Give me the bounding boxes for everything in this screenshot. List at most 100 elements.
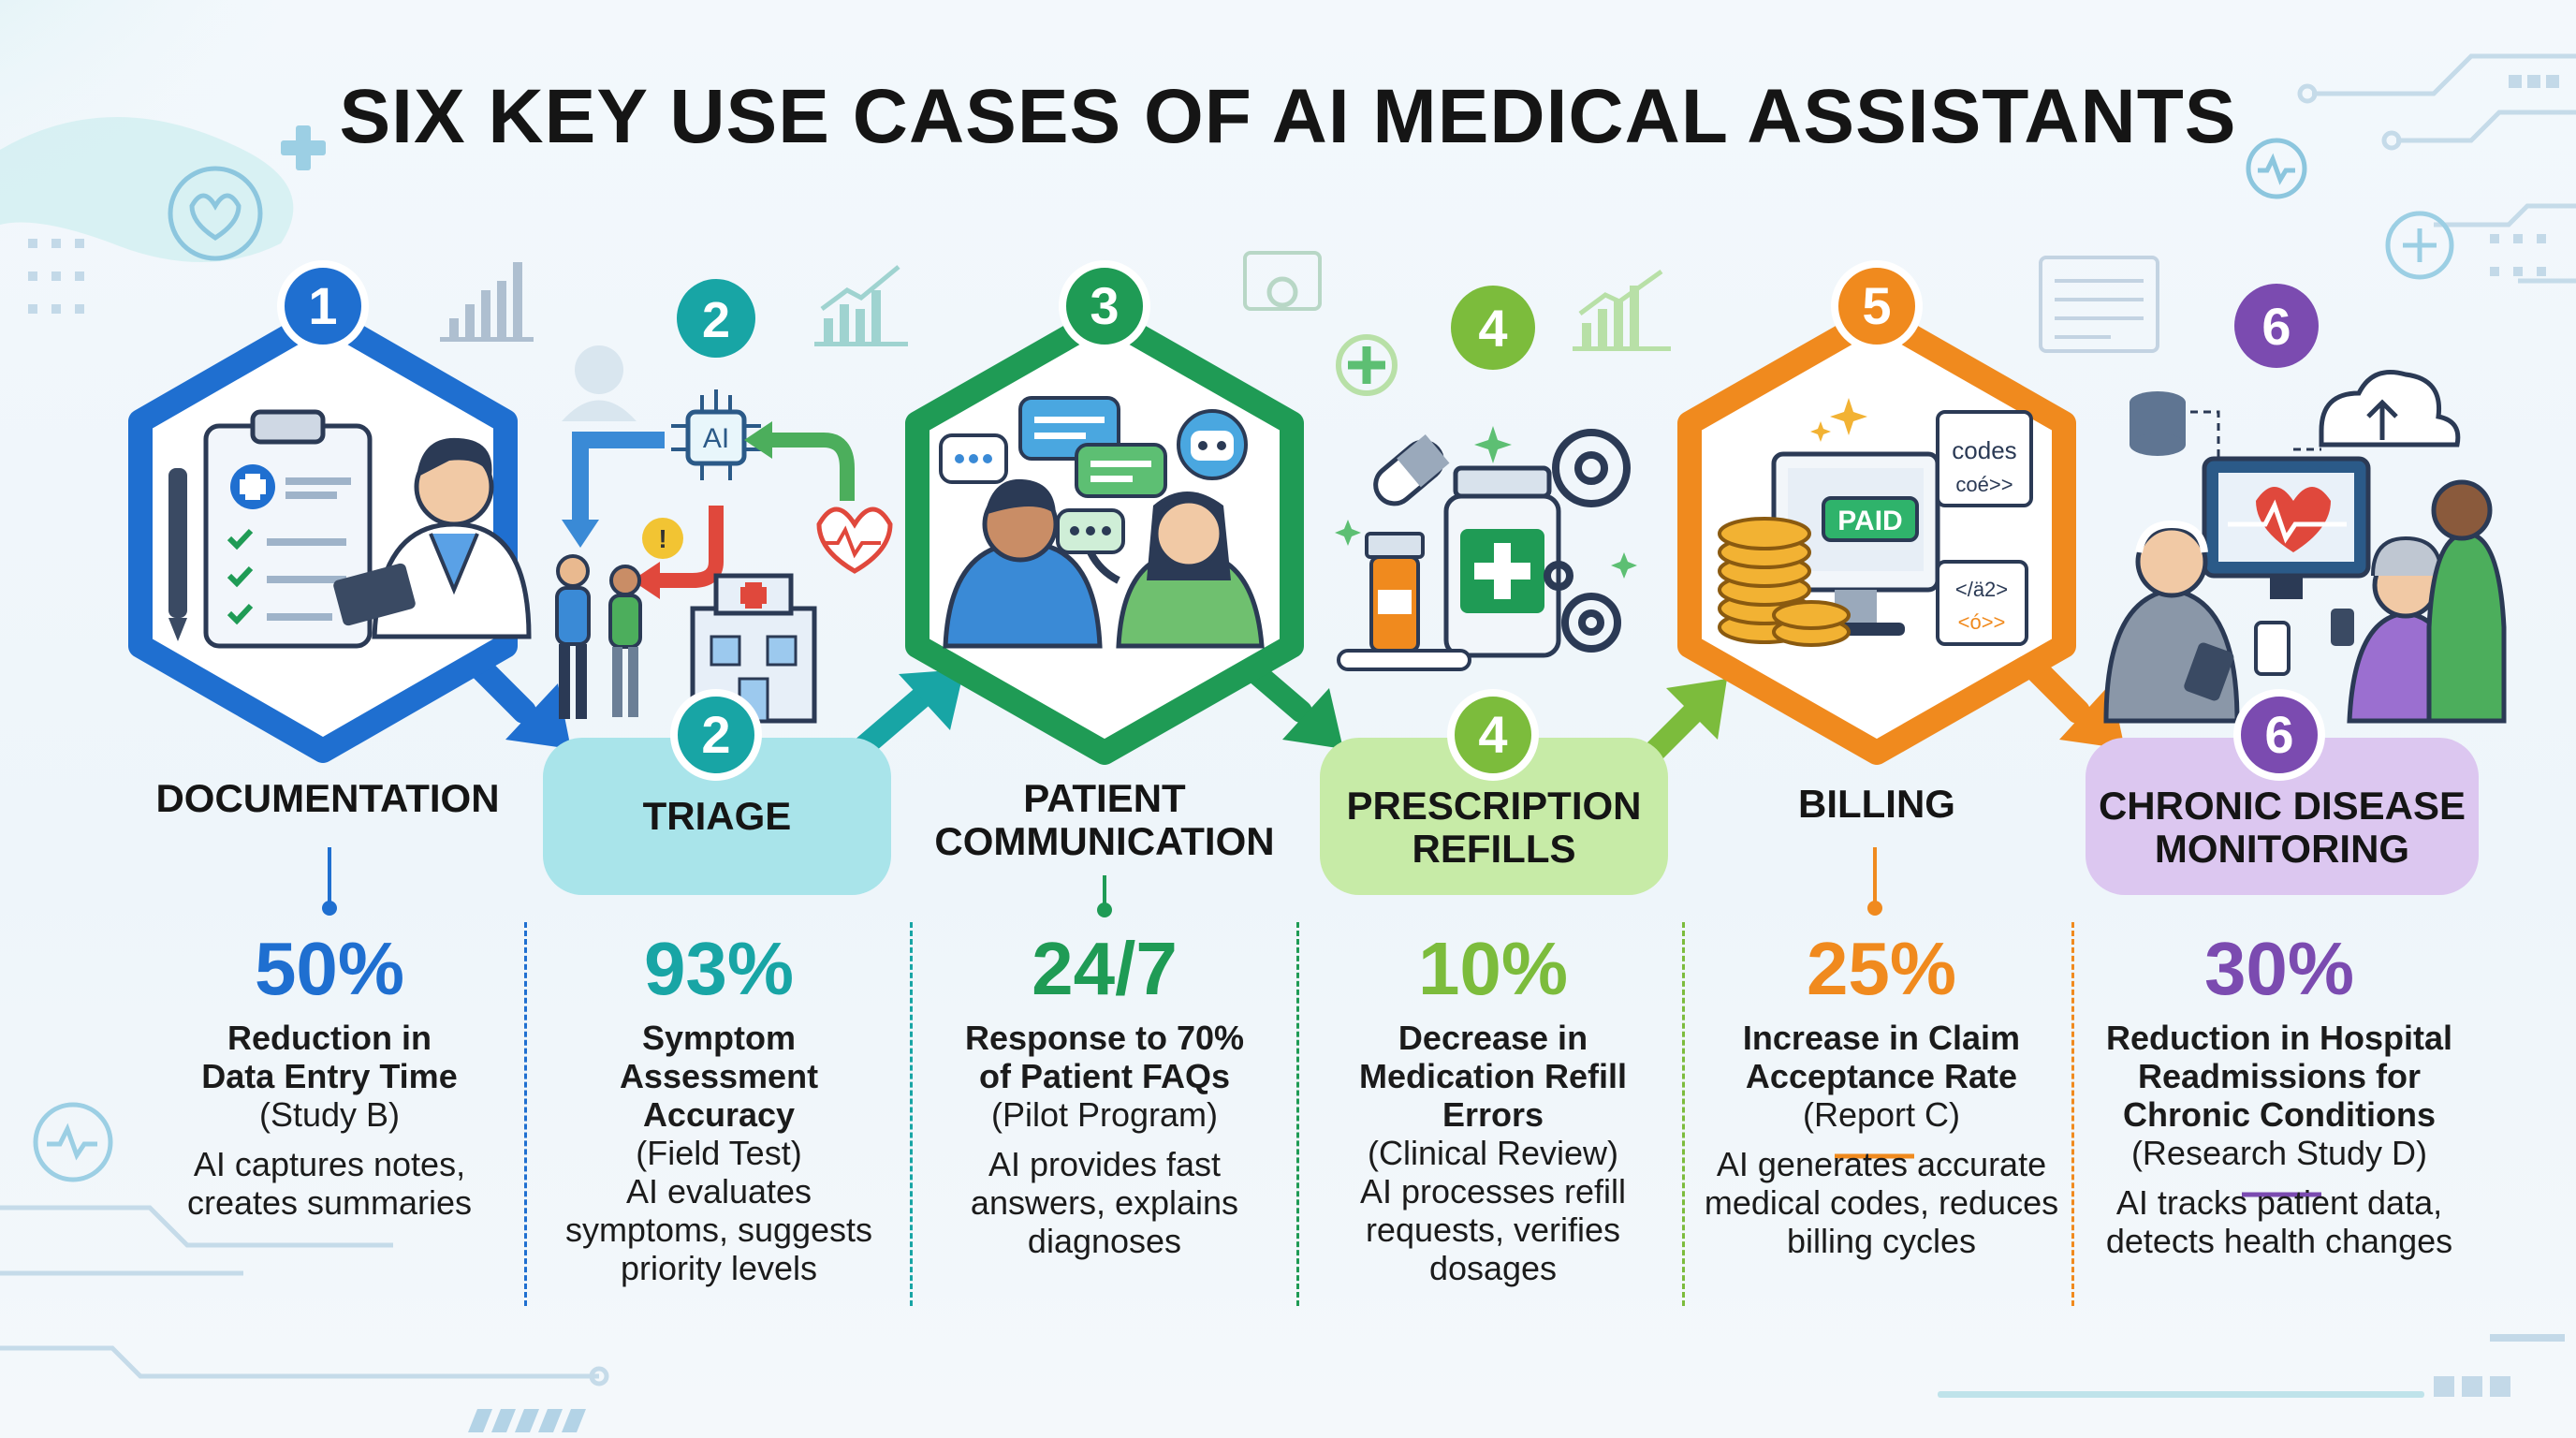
paid-tag-icon: PAID [1822,496,1919,542]
step-number-1: 1 [308,276,337,335]
chatbot-icon [1177,409,1248,480]
desc-prescription-refills-explain: AI processes refill requests, verifies d… [1359,1172,1627,1287]
clipboard-icon [168,409,373,649]
sparkle-icons-5 [1810,398,1867,442]
step-number-5: 5 [1862,276,1891,335]
step-number-badge-6 [2233,689,2325,781]
pill-triage [543,738,891,895]
desc-patient-communication-source: (Pilot Program) [990,1095,1219,1134]
step-number-badge-4-top [1451,286,1535,370]
separator-4 [1682,922,1685,1306]
separator-1 [524,922,527,1306]
hexagon-documentation: 1 [128,260,532,763]
stripe-decor [468,1409,586,1432]
desc-billing-source: (Report C) [1802,1095,1961,1134]
step-number-6-top: 6 [2261,297,2291,356]
stat-chronic-disease: 30% [2203,927,2355,1010]
step-number-badge-5 [1831,260,1923,352]
step-number-badge-2 [670,689,762,781]
code-snippet-label-1: </ä2> [1955,578,2008,601]
stat-documentation: 50% [254,927,405,1010]
label-connector-5 [1867,847,1882,916]
heartbeat-circle-icon [2246,138,2307,199]
desc-prescription-refills: Decrease in Medication Refill Errors (Cl… [1296,1019,1690,1287]
desc-prescription-refills-metric: Decrease in Medication Refill Errors [1358,1019,1628,1134]
label-billing: BILLING [1798,782,1955,826]
label-triage: TRIAGE [642,794,792,838]
desc-documentation-source: (Study B) [258,1095,401,1134]
label-patient-communication: PATIENT COMMUNICATION [934,776,1275,863]
gear-screen-icon [1243,251,1322,311]
desc-chronic-disease-source: (Research Study D) [2130,1134,2428,1172]
coin-stack-icon [1718,517,1851,647]
prescription-illustration: 4 [1335,269,1671,671]
stat-patient-communication: 24/7 [1032,927,1178,1010]
svg-text:!: ! [658,524,666,553]
doctor-illustration [333,437,532,639]
patients-illustration [555,554,642,719]
avatar-icon [562,345,637,421]
stat-triage: 93% [643,927,795,1010]
code-snippet-label-2: <ó>> [1958,610,2006,634]
bottom-right-bars [1938,1334,2565,1398]
desc-triage-source: (Field Test) [636,1134,802,1172]
gear-icons [1544,429,1631,653]
desc-chronic-disease-metric: Reduction in Hospital Readmissions for C… [2105,1019,2452,1134]
stat-prescription-refills: 10% [1417,927,1569,1010]
desc-documentation: Reduction in Data Entry Time (Study B) A… [133,1019,526,1222]
codes-label-2: coé>> [1955,473,2012,496]
chronic-monitoring-illustration: 6 [2103,284,2507,724]
hospital-icon [690,573,817,724]
step-number-badge-4 [1447,689,1539,781]
connector-arrow-4-5 [1636,679,1727,770]
cloud-upload-icon [2319,370,2461,448]
plus-circle-decor-icon [1336,334,1398,396]
capsule-icon [1373,433,1450,506]
desc-triage-metric: Symptom Assessment Accuracy [619,1019,819,1134]
stat-billing: 25% [1806,927,1957,1010]
plus-circle-icon [2385,211,2454,280]
label-documentation: DOCUMENTATION [155,776,500,820]
step-number-2-top: 2 [702,292,730,348]
codes-card-icon: codes coé>> </ä2> <ó>> [1936,410,2033,646]
document-list-icon [2039,256,2159,353]
desc-triage: Symptom Assessment Accuracy (Field Test)… [522,1019,915,1287]
heartbeat-icon [816,506,893,574]
desc-documentation-metric: Reduction in Data Entry Time [201,1019,458,1095]
two-people-talking-illustration [943,478,1265,649]
pill-chronic-disease [2086,738,2479,895]
line-chart-icon [814,265,908,346]
desc-documentation-explain: AI captures notes, creates summaries [186,1145,473,1222]
label-connector-3 [1097,875,1112,917]
speech-bubble-icons [939,396,1167,554]
step-number-badge-2-top [677,279,755,358]
people-illustration [2103,479,2507,724]
dot-grid-decor [28,75,2559,314]
desc-chronic-disease: Reduction in Hospital Readmissions for C… [2083,1019,2476,1260]
page-title: SIX KEY USE CASES OF AI MEDICAL ASSISTAN… [339,74,2237,159]
hexagon-billing: PAID codes coé>> </ä2> <ó>> 5 [1677,256,2159,765]
desc-patient-communication: Response to 70% of Patient FAQs (Pilot P… [908,1019,1301,1260]
desc-billing: Increase in Claim Acceptance Rate (Repor… [1685,1019,2078,1260]
desc-billing-explain: AI generates accurate medical codes, red… [1704,1145,2059,1260]
step-number-badge-1 [277,260,369,352]
ai-chip-icon: AI [671,389,761,480]
pill-prescription-refills [1320,738,1668,895]
triage-illustration: 2 AI ! [440,262,908,724]
step-number-6: 6 [2264,705,2293,764]
separator-2 [910,922,913,1306]
separator-5 [2071,922,2074,1306]
heart-monitor-icon [2202,456,2371,599]
circuit-decor [2297,53,2576,284]
sparkle-icons [1335,426,1637,579]
pill-bottle-icon [1337,465,1561,671]
step-number-2: 2 [701,705,730,764]
label-connector-1 [322,847,337,916]
bar-chart-icon [440,262,534,342]
step-number-4-top: 4 [1478,299,1507,358]
step-number-badge-3 [1059,260,1150,352]
database-icon [2130,391,2186,456]
label-prescription-refills: PRESCRIPTION REFILLS [1346,784,1642,871]
hexagon-patient-communication: 3 [905,251,1322,765]
